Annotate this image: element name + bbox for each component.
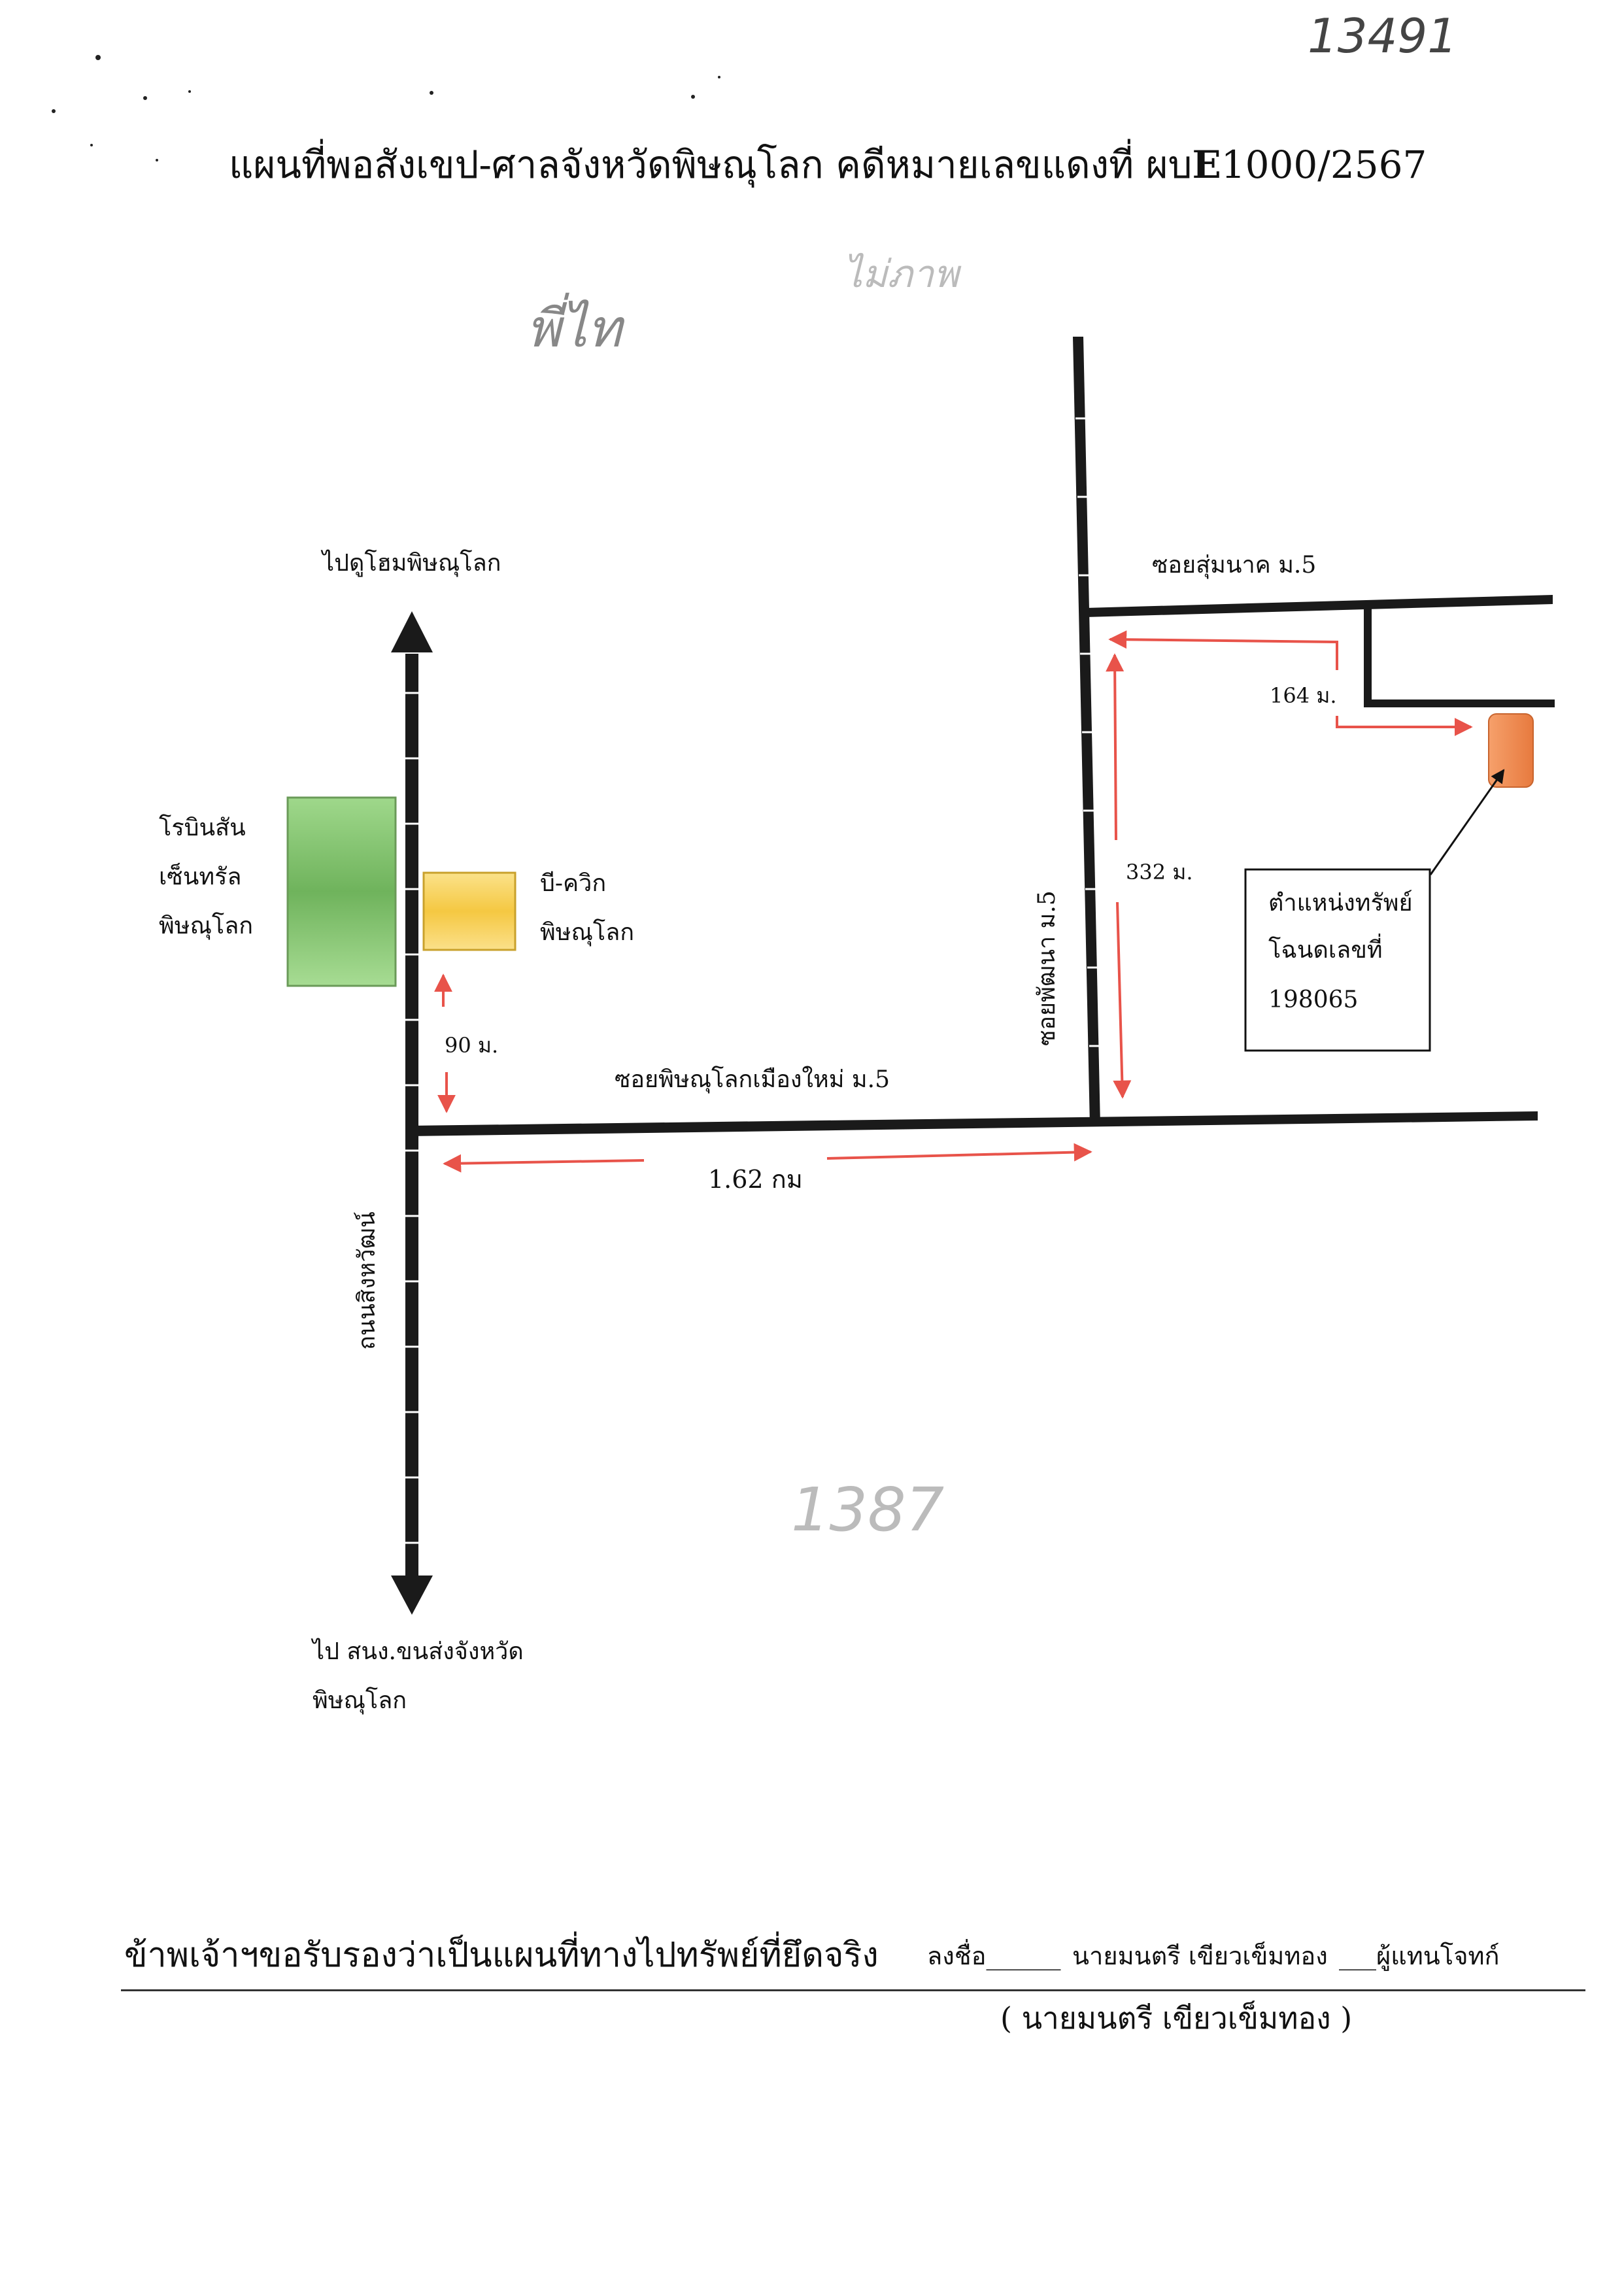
top-soi-label: ซอยสุ่มนาค ม.5 <box>1152 552 1317 579</box>
robinson-label-line3: พิษณุโลก <box>159 913 254 939</box>
distance-332m-label: 332 ม. <box>1126 860 1193 885</box>
property-box-line3: 198065 <box>1268 986 1359 1013</box>
main-road-label: ถนนสิงหวัฒน์ <box>354 1211 381 1350</box>
title-case-number: 1000/2567 <box>1221 143 1427 187</box>
bquik-building <box>422 871 516 951</box>
property-pointer-line <box>1429 769 1505 875</box>
signer-role: ___ผู้แทนโจทก์ <box>1339 1942 1500 1970</box>
handwritten-page-number: 13491 <box>1308 8 1458 63</box>
distance-164m-label: 164 ม. <box>1270 683 1337 708</box>
handwritten-note-top-faint: ไม่ภาพ <box>843 252 959 296</box>
bquik-label-line2: พิษณุโลก <box>540 919 635 946</box>
main-road <box>391 611 433 1615</box>
distance-90m-label: 90 ม. <box>445 1033 499 1058</box>
vertical-soi-road <box>1073 337 1100 1126</box>
arrow-164m-lower <box>1336 716 1473 736</box>
north-direction-label: ไปดูโฮมพิษณุโลก <box>322 550 501 577</box>
arrow-164m-upper <box>1108 630 1338 670</box>
handwritten-note-middle: 1387 <box>791 1475 945 1545</box>
south-direction-label-line1: ไป สนง.ขนส่งจังหวัด <box>313 1638 524 1665</box>
robinson-label-line1: โรบินสัน <box>159 815 246 841</box>
arrow-162km-right <box>826 1143 1092 1162</box>
distance-arrows <box>434 630 1473 1173</box>
robinson-building <box>286 796 397 987</box>
title-letter: E <box>1192 143 1221 187</box>
distance-162km-label: 1.62 กม <box>708 1165 803 1194</box>
horizontal-soi-road <box>412 1111 1538 1136</box>
signature-divider <box>121 1989 1585 1991</box>
horizontal-soi-label: ซอยพิษณุโลกเมืองใหม่ ม.5 <box>615 1066 890 1093</box>
property-marker <box>1488 713 1534 788</box>
signer-name: นายมนตรี เขียวเข็มทอง <box>1072 1942 1328 1970</box>
page-title: แผนที่พอสังเขป-ศาลจังหวัดพิษณุโลก คดีหมา… <box>229 143 1427 188</box>
robinson-label-line2: เซ็นทรัล <box>159 864 242 890</box>
arrow-162km-left <box>443 1154 645 1173</box>
handwritten-note-top: พี่ไท <box>526 298 622 359</box>
vertical-soi-label: ซอยพัฒนา ม.5 <box>1034 890 1060 1046</box>
property-box-line2: โฉนดเลขที่ <box>1268 937 1383 964</box>
arrow-332m-upper <box>1106 653 1125 841</box>
property-box-line1: ตำแหน่งทรัพย์ <box>1268 890 1413 917</box>
property-info-box <box>1244 868 1431 1052</box>
bquik-label-line1: บี-ควิก <box>540 870 607 897</box>
certification-statement: ข้าพเจ้าฯขอรับรองว่าเป็นแผนที่ทางไปทรัพย… <box>124 1936 879 1975</box>
scan-specks <box>52 55 720 161</box>
title-prefix: แผนที่พอสังเขป-ศาลจังหวัดพิษณุโลก คดีหมา… <box>229 143 1193 187</box>
sign-label: ลงชื่อ______ <box>927 1942 1061 1970</box>
south-direction-label-line2: พิษณุโลก <box>313 1687 407 1714</box>
printed-name: ( นายมนตรี เขียวเข็มทอง ) <box>1000 2000 1353 2036</box>
top-soi-road <box>1085 595 1555 707</box>
arrow-332m-lower <box>1113 902 1132 1099</box>
